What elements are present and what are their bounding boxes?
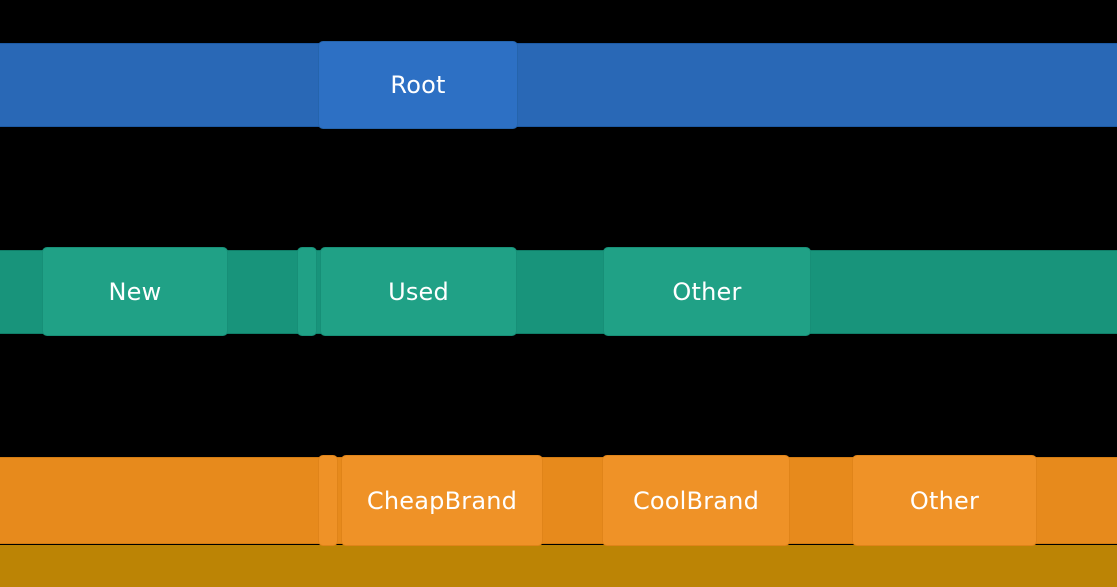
level-1-track (0, 43, 1117, 127)
level-4-track (0, 545, 1117, 587)
node-other[interactable]: Other (852, 455, 1037, 546)
node-other[interactable]: Other (603, 247, 811, 336)
node-root[interactable]: Root (318, 41, 518, 129)
node-cheapbrand[interactable]: CheapBrand (341, 455, 543, 546)
node-label: Used (388, 277, 449, 306)
node-label: New (108, 277, 162, 306)
node-coolbrand[interactable]: CoolBrand (602, 455, 790, 546)
node-label: Other (909, 486, 980, 515)
node-used[interactable]: Used (320, 247, 517, 336)
node-label: Other (672, 277, 742, 306)
node-small-segment[interactable] (297, 247, 317, 336)
node-label: CoolBrand (632, 486, 760, 515)
node-label: Root (390, 71, 446, 99)
node-small-segment[interactable] (318, 455, 338, 546)
node-label: CheapBrand (366, 486, 518, 515)
node-new[interactable]: New (42, 247, 228, 336)
